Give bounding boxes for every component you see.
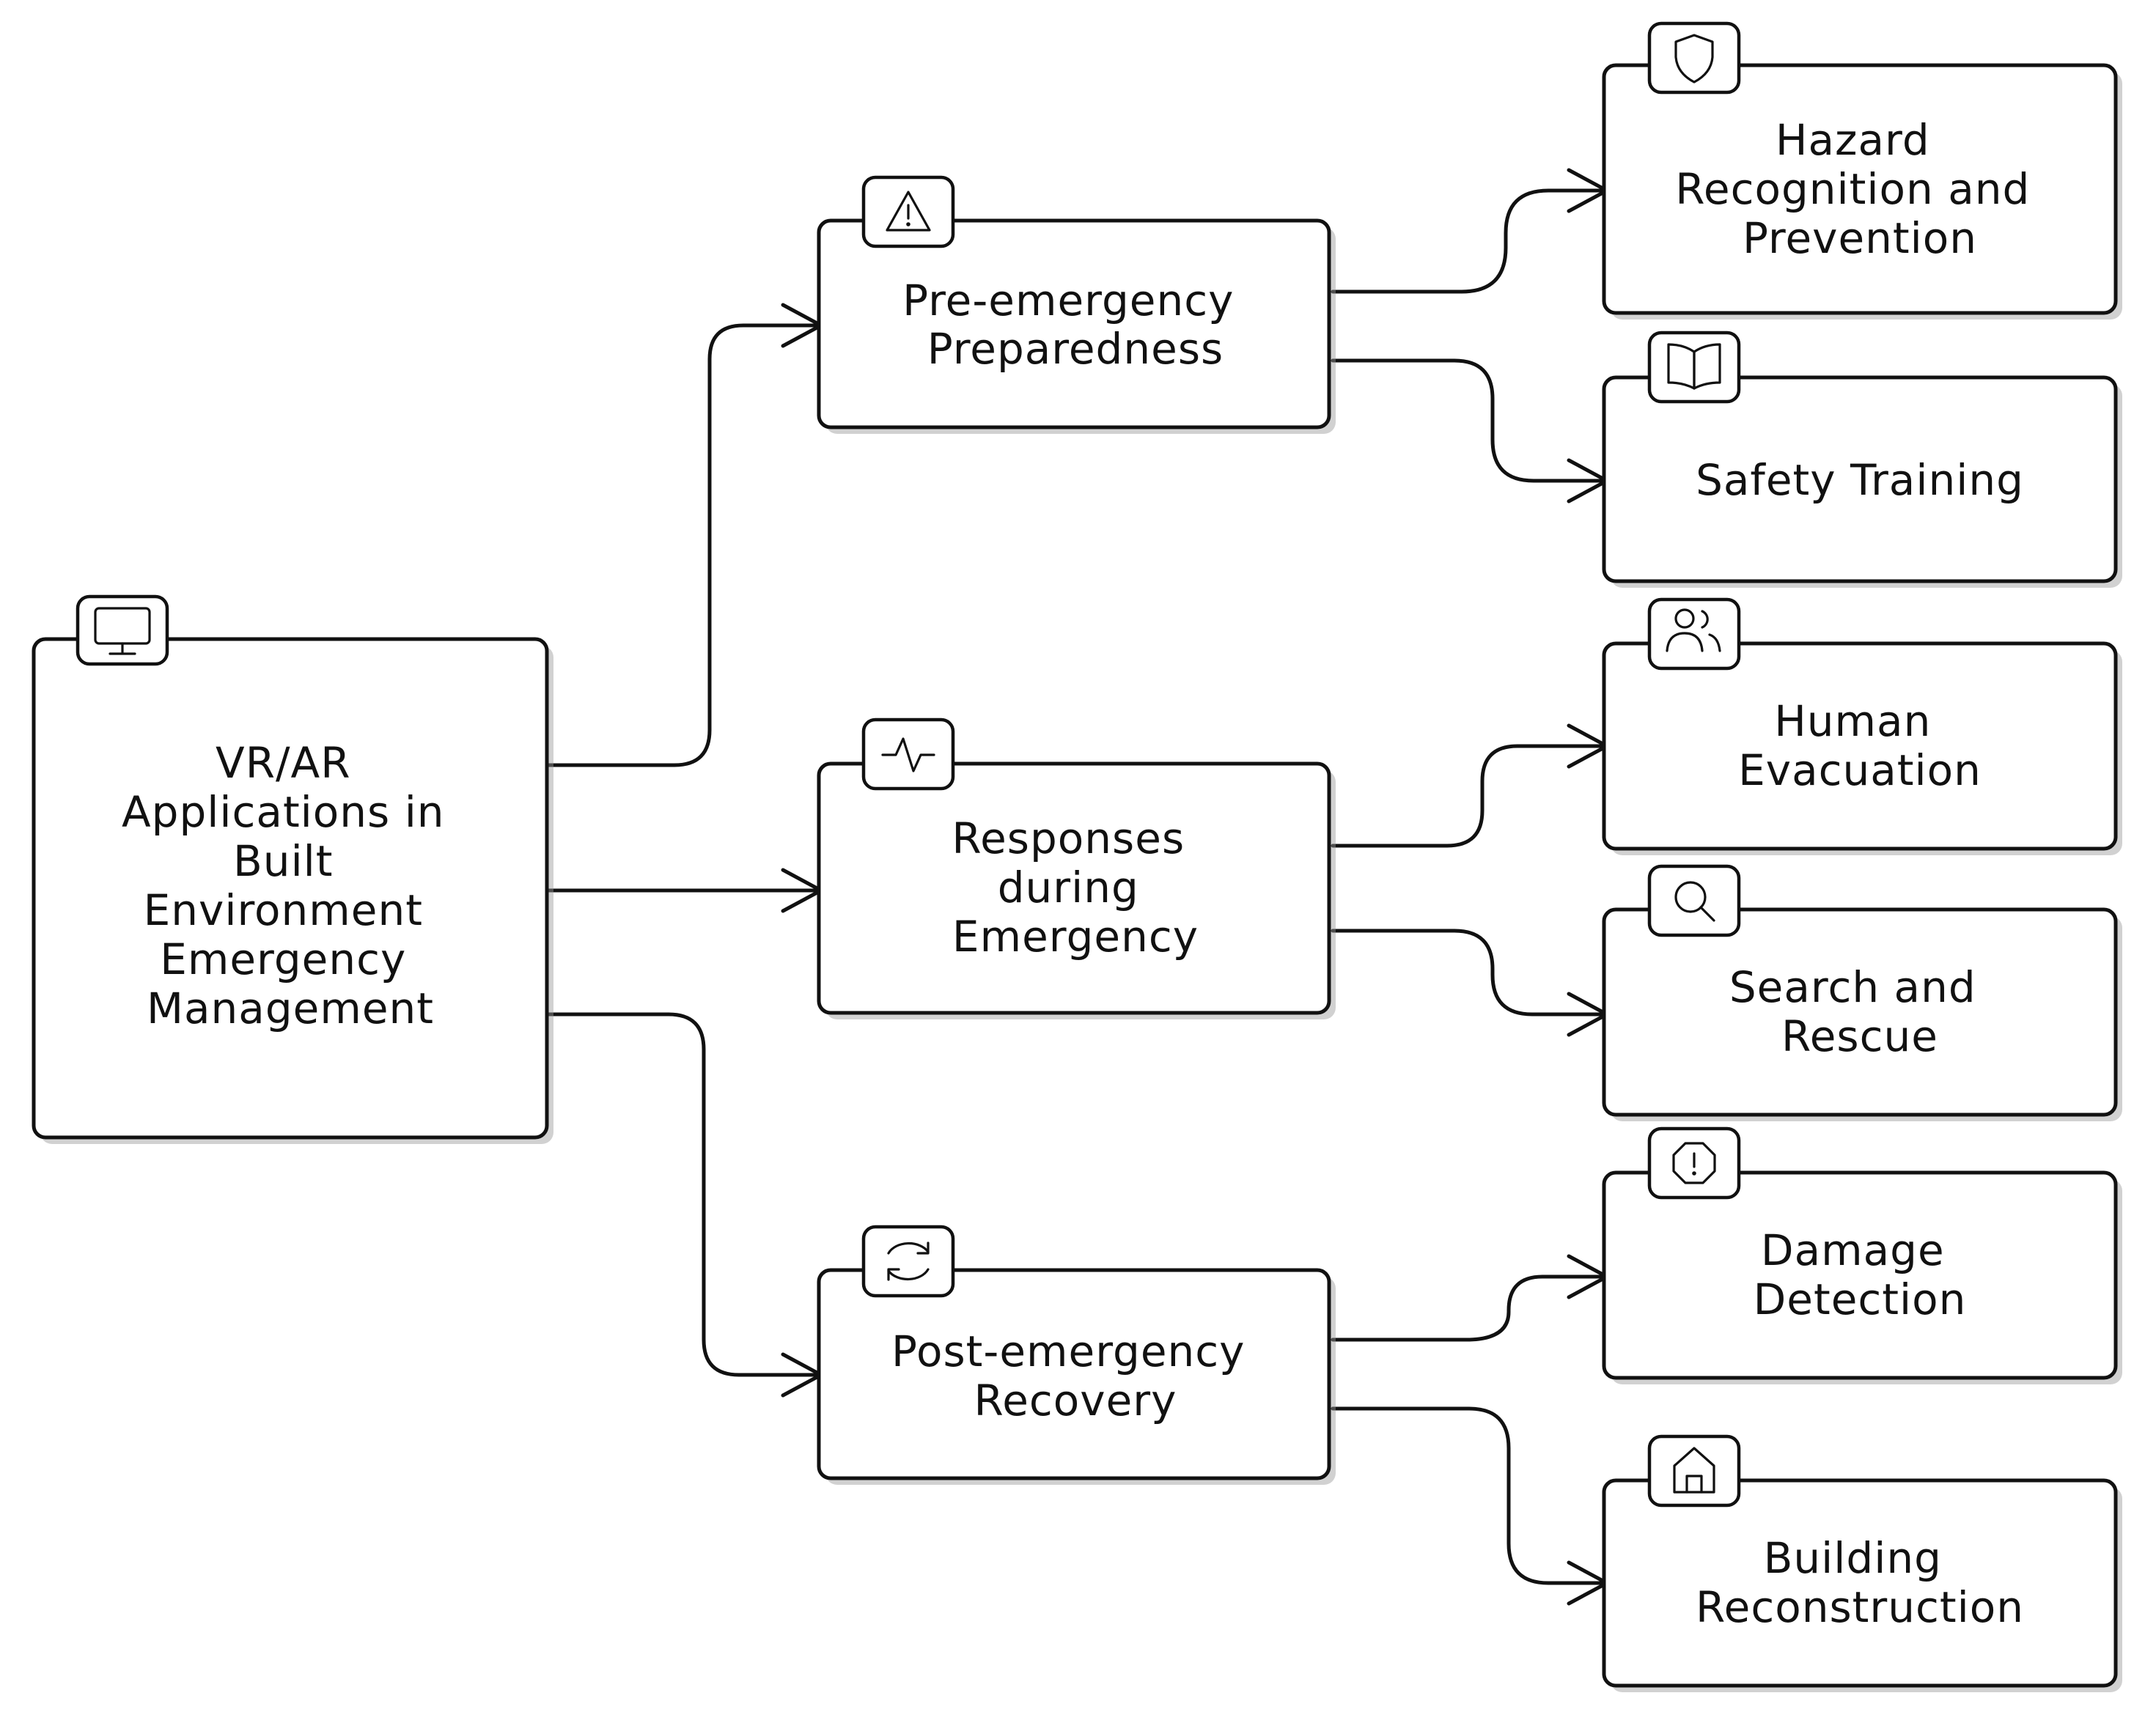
search-icon (1647, 864, 1741, 937)
phase-label-pre-emergency: Pre-emergency Preparedness (902, 276, 1248, 374)
phase-node-pre-emergency: Pre-emergency Preparedness (817, 175, 1336, 434)
edge-post-emergency-to-reconstruction (1331, 1406, 1608, 1585)
leaf-label-damage-detection: Damage Detection (1754, 1225, 1967, 1324)
activity-pulse-icon (861, 717, 955, 791)
leaf-node-evacuation: Human Evacuation (1602, 597, 2122, 855)
shield-icon (1647, 21, 1741, 95)
leaf-node-hazard: Hazard Recognition and Prevention (1602, 21, 2122, 320)
root-node-box (32, 637, 549, 1140)
phase-node-response: Responses during Emergency (817, 717, 1336, 1019)
alert-octagon-icon (1647, 1126, 1741, 1200)
leaf-label-evacuation: Human Evacuation (1738, 696, 1982, 795)
book-icon (1647, 331, 1741, 404)
leaf-node-search-rescue: Search and Rescue (1602, 864, 2122, 1121)
edge-pre-emergency-to-hazard (1331, 188, 1608, 294)
monitor-icon (76, 594, 169, 666)
root-label: VR/AR Applications in Built Environment … (122, 738, 459, 1033)
users-icon (1647, 597, 1741, 671)
phase-node-post-emergency: Post-emergency Recovery (817, 1225, 1336, 1485)
leaf-label-reconstruction: Building Reconstruction (1696, 1533, 2024, 1632)
edge-pre-emergency-to-safety (1331, 358, 1608, 483)
edge-post-emergency-to-damage (1331, 1274, 1608, 1342)
leaf-label-search-rescue: Search and Rescue (1729, 962, 1990, 1061)
refresh-cycle-icon (861, 1225, 955, 1298)
phase-label-post-emergency: Post-emergency Recovery (891, 1327, 1259, 1425)
edge-response-to-evacuation (1331, 744, 1608, 848)
leaf-label-safety-training: Safety Training (1696, 455, 2024, 505)
leaf-label-hazard: Hazard Recognition and Prevention (1675, 115, 2045, 263)
edge-root-to-pre-emergency (546, 323, 822, 767)
home-icon (1647, 1434, 1741, 1508)
edge-response-to-rescue (1331, 929, 1608, 1017)
root-node: VR/AR Applications in Built Environment … (32, 594, 553, 1144)
leaf-node-reconstruction: Building Reconstruction (1602, 1434, 2122, 1692)
phase-label-response: Responses during Emergency (952, 813, 1199, 962)
edge-root-to-post-emergency (546, 1012, 822, 1377)
leaf-node-damage-detection: Damage Detection (1602, 1126, 2122, 1384)
leaf-node-safety-training: Safety Training (1602, 331, 2122, 588)
warning-triangle-icon (861, 175, 955, 248)
